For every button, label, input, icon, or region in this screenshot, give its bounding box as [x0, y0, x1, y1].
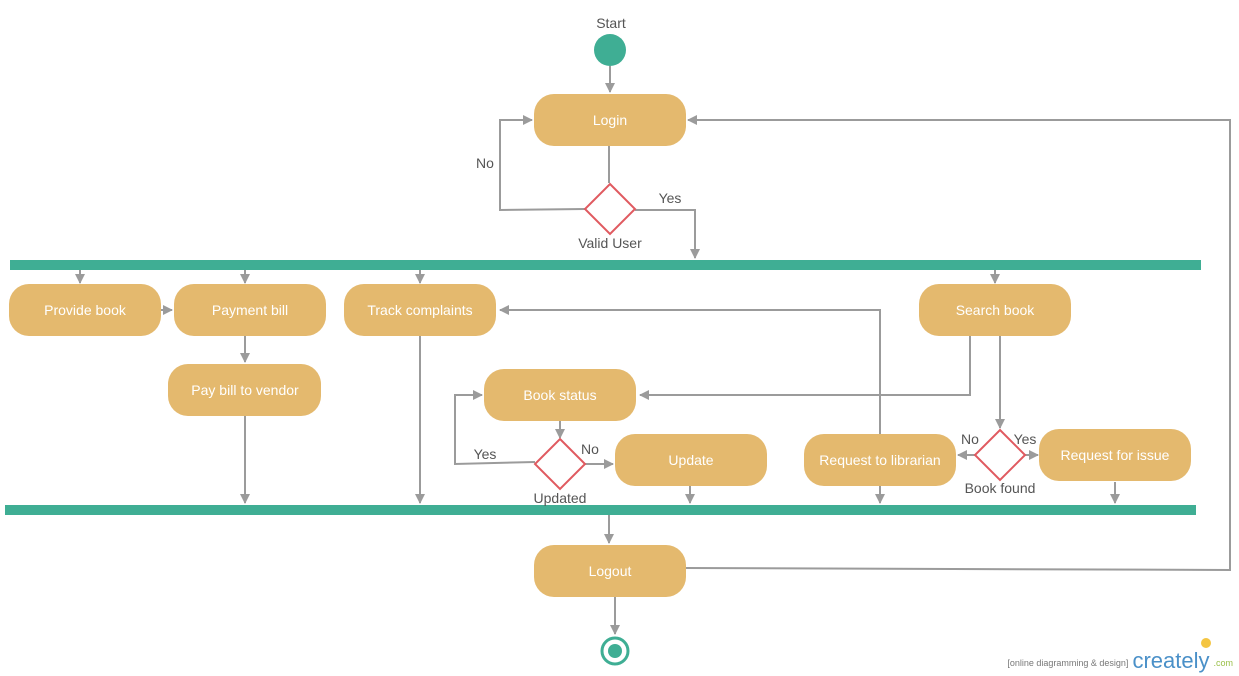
request-issue-activity: Request for issue	[1039, 429, 1191, 481]
brand-domain: .com	[1213, 658, 1233, 668]
yes-updated-label: Yes	[474, 446, 497, 462]
request-issue-label: Request for issue	[1061, 447, 1170, 463]
end-node	[600, 636, 630, 666]
edge-updated-yes	[454, 390, 536, 466]
pay-bill-vendor-label: Pay bill to vendor	[191, 382, 299, 398]
updated-decision	[533, 437, 587, 491]
logout-label: Logout	[589, 563, 632, 579]
edge-search-status	[639, 334, 971, 400]
update-activity: Update	[615, 434, 767, 486]
connectors	[75, 66, 1231, 635]
pay-bill-vendor-activity: Pay bill to vendor	[168, 364, 321, 416]
valid-user-decision	[583, 182, 637, 236]
update-label: Update	[668, 452, 713, 468]
start-node	[594, 34, 626, 66]
payment-bill-label: Payment bill	[212, 302, 288, 318]
login-activity: Login	[534, 94, 686, 146]
search-book-label: Search book	[956, 302, 1036, 318]
request-librarian-activity: Request to librarian	[804, 434, 956, 486]
book-found-label: Book found	[965, 480, 1036, 496]
updated-label: Updated	[534, 490, 587, 506]
no-found-label: No	[961, 431, 979, 447]
track-complaints-activity: Track complaints	[344, 284, 496, 336]
start-label: Start	[596, 15, 626, 31]
logout-activity: Logout	[534, 545, 686, 597]
provide-book-activity: Provide book	[9, 284, 161, 336]
search-book-activity: Search book	[919, 284, 1071, 336]
no-updated-label: No	[581, 441, 599, 457]
brand-logo: creately	[1132, 638, 1212, 673]
valid-user-label: Valid User	[578, 235, 642, 251]
book-status-activity: Book status	[484, 369, 636, 421]
yes-login-label: Yes	[659, 190, 682, 206]
request-librarian-label: Request to librarian	[819, 452, 940, 468]
creately-branding: [online diagramming & design] creately .…	[1007, 638, 1233, 673]
brand-tagline: [online diagramming & design]	[1007, 658, 1129, 668]
fork-bar	[10, 260, 1201, 270]
edge-logout-login	[685, 115, 1231, 572]
payment-bill-activity: Payment bill	[174, 284, 326, 336]
book-found-decision	[973, 428, 1027, 482]
login-label: Login	[593, 112, 627, 128]
yes-found-label: Yes	[1014, 431, 1037, 447]
edge-librarian-track	[499, 305, 881, 434]
join-bar	[5, 505, 1196, 515]
edge-valid-fork	[635, 209, 700, 259]
track-complaints-label: Track complaints	[367, 302, 472, 318]
edge-invalid-back	[499, 115, 586, 212]
book-status-label: Book status	[523, 387, 596, 403]
no-login-label: No	[476, 155, 494, 171]
sun-icon	[1201, 638, 1212, 648]
provide-book-label: Provide book	[44, 302, 127, 318]
brand-name: creately	[1132, 648, 1210, 673]
